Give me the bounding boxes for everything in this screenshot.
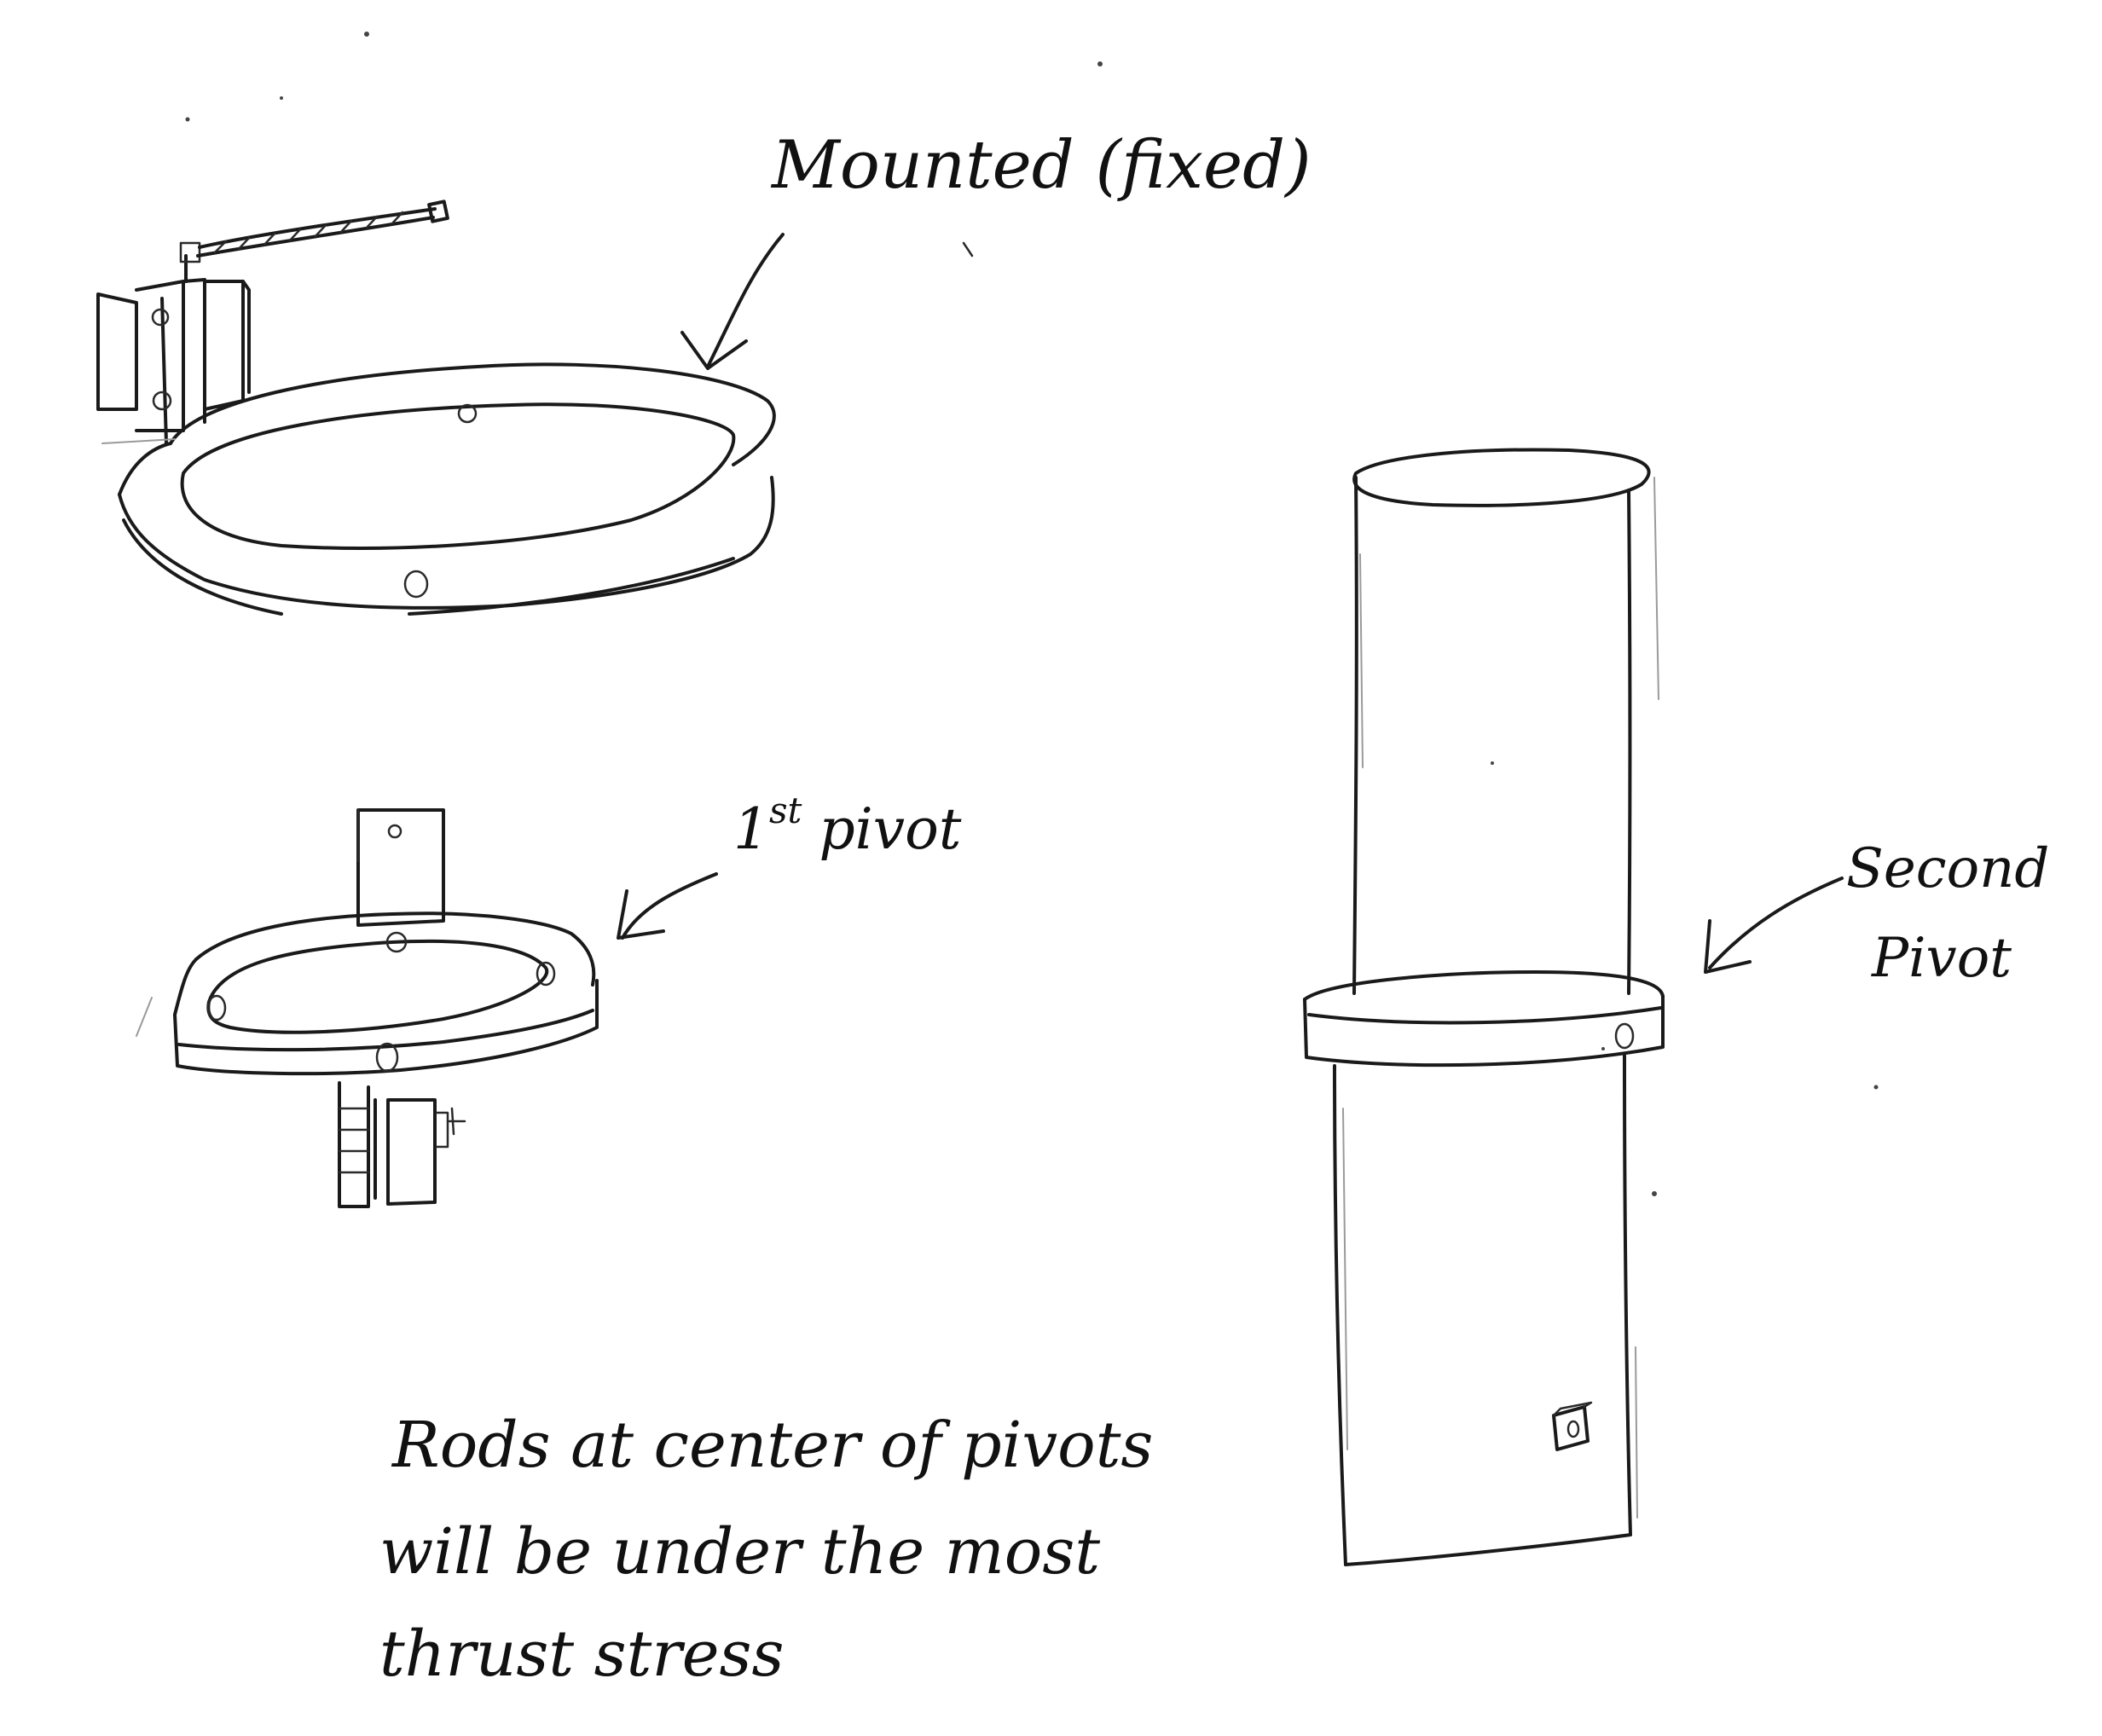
second-pivot-arrow [1708,877,1844,969]
paper-specks [185,32,1879,1196]
mounted-label: Mounted (fixed) [770,127,1312,204]
second-pivot-arrowhead [1704,919,1752,974]
second-pivot-drawing [1303,448,1665,1566]
first-pivot-drawing [136,808,599,1208]
note-line-1: Rods at center of pivots [391,1409,1153,1482]
cylinder-latch [1552,1401,1593,1451]
first-pivot-number: 1 [733,796,769,862]
second-pivot-label-group: Second Pivot [1704,837,2049,990]
first-pivot-superscript: st [769,790,802,831]
mounted-ring-drawing [96,200,776,616]
first-pivot-arrow [621,872,718,940]
mounted-label-group: Mounted (fixed) [680,127,1312,370]
note-line-2: will be under the most [379,1515,1100,1588]
mounted-arrowhead [680,331,748,370]
mounted-arrow [706,233,785,368]
first-pivot-arrowhead [617,889,665,940]
upper-cylinder-top [1352,448,1651,507]
stress-note: Rods at center of pivots will be under t… [379,1409,1153,1691]
second-pivot-label-line1: Second [1846,837,2049,900]
first-pivot-word: pivot [819,796,961,862]
mount-bracket [96,278,251,445]
ring-bolt-hole-top [457,403,478,424]
lever-arm [179,200,449,283]
second-pivot-collar [1303,970,1665,1068]
ring-bolt-hole-front [403,570,429,599]
note-line-3: thrust stress [379,1617,785,1691]
second-pivot-label-line2: Pivot [1871,927,2012,990]
